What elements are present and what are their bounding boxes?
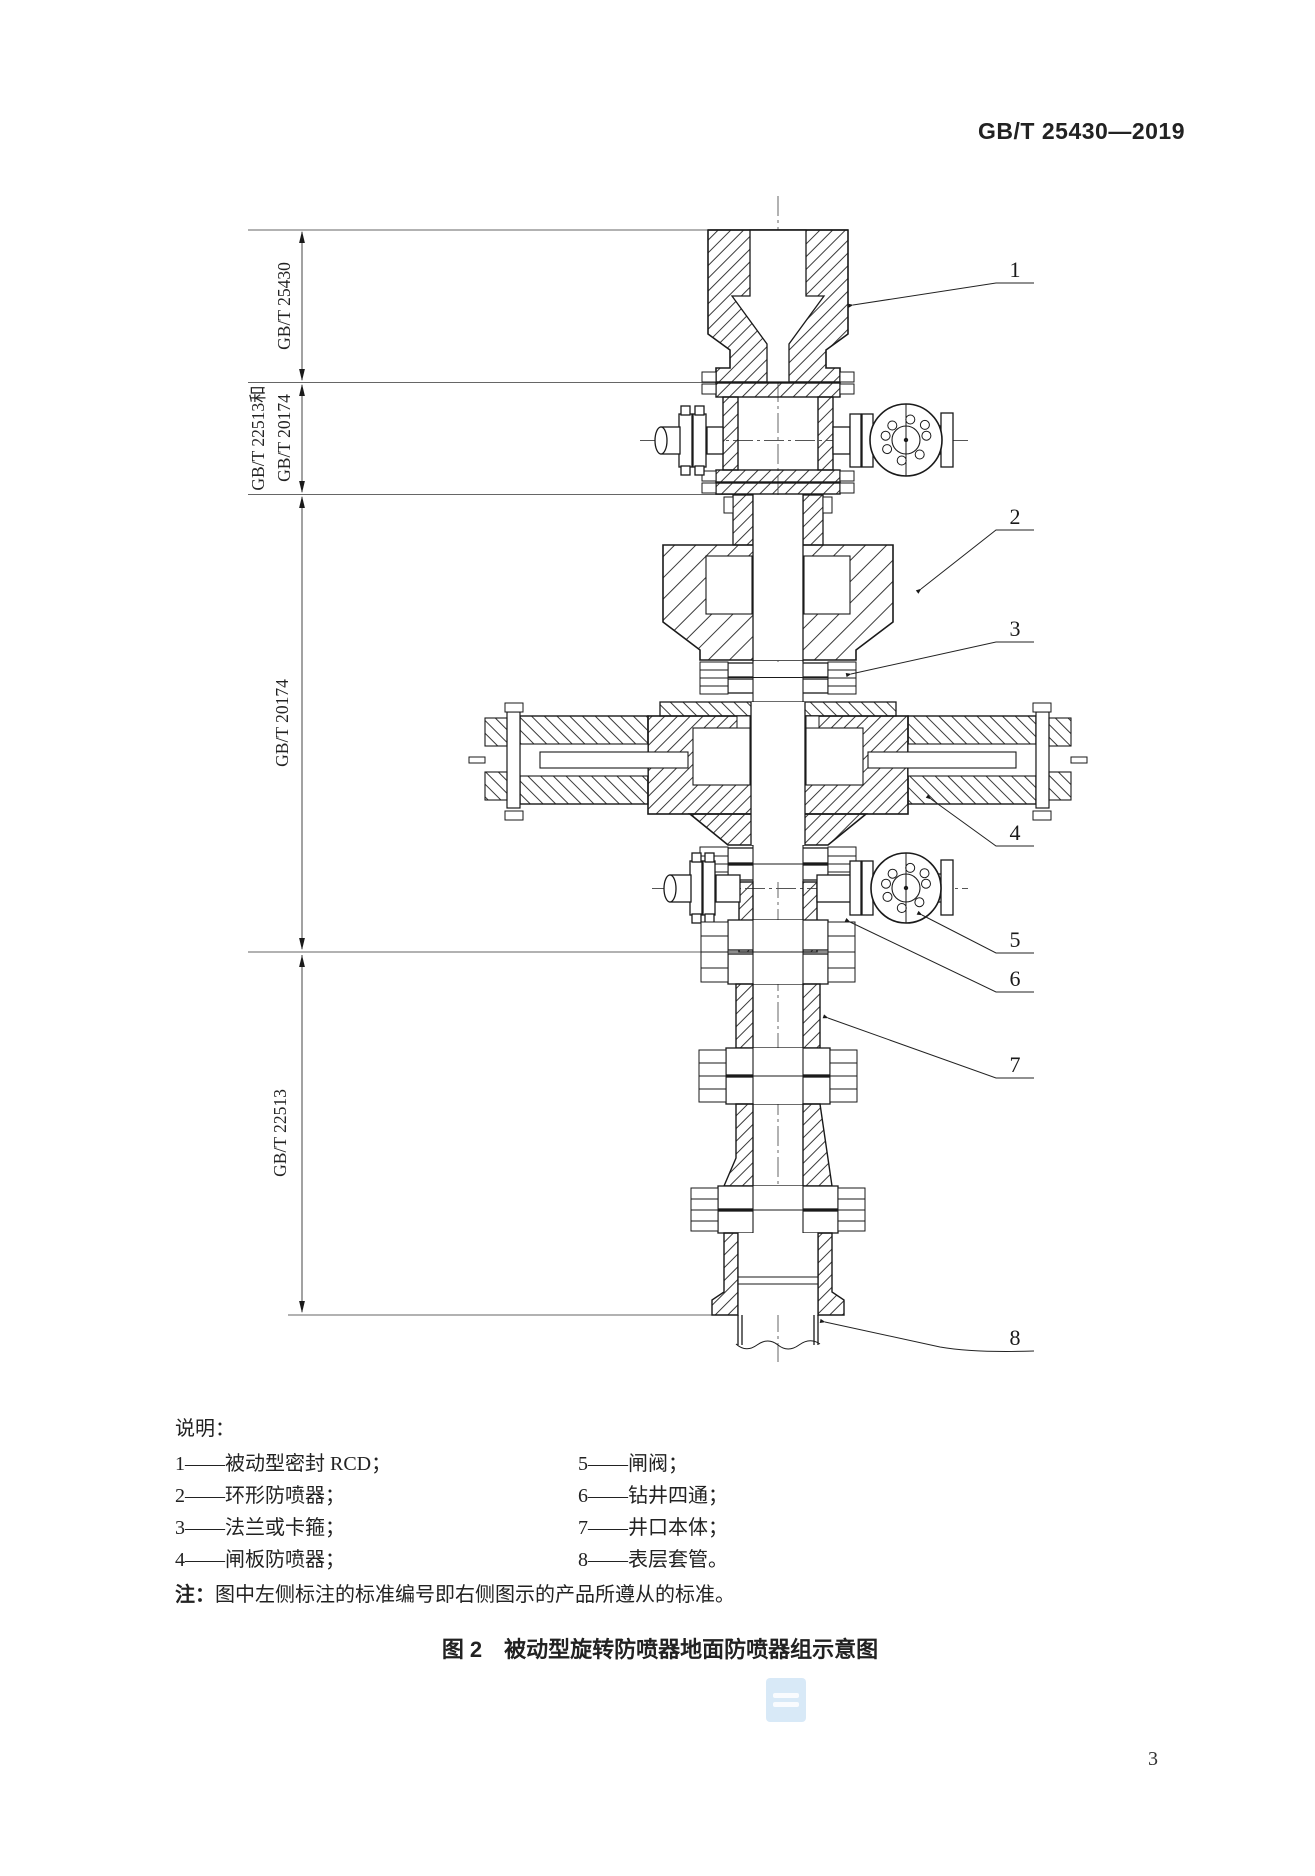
note-label: 注： (175, 1584, 215, 1606)
callout-8: 8 (1010, 1325, 1021, 1350)
legend-item-4: 4——闸板防喷器； (175, 1549, 345, 1571)
callout-leaders (819, 282, 1035, 1352)
legend-item-8: 8——表层套管。 (578, 1549, 728, 1571)
callout-4: 4 (1010, 820, 1021, 845)
legend-item-7: 7——井口本体； (578, 1517, 728, 1539)
callout-5: 5 (1010, 927, 1021, 952)
wellhead-body (690, 983, 866, 1316)
clamp-bolt-left (699, 661, 729, 695)
valve-bolt-circle (881, 862, 931, 913)
valve-bolt-circle (880, 414, 932, 466)
legend-item-6: 6——钻井四通； (578, 1485, 728, 1507)
legend-title: 说明： (175, 1418, 235, 1440)
clamp-bolt-right (827, 661, 857, 695)
dimension-labels: GB/T 25430 GB/T 22513和 GB/T 20174 GB/T 2… (248, 262, 294, 1177)
dim-label-gbt20174-b: GB/T 20174 (274, 394, 294, 482)
surface-casing (735, 1315, 821, 1350)
drilling-cross (663, 852, 954, 985)
callout-3: 3 (1010, 616, 1021, 641)
wellhead-flange-lower (690, 1185, 866, 1234)
legend-item-1: 1——被动型密封 RCD； (175, 1453, 392, 1475)
note-text: 图中左侧标注的标准编号即右侧图示的产品所遵从的标准。 (215, 1584, 735, 1606)
upper-spool (701, 371, 855, 495)
flange-or-clamp (699, 661, 857, 702)
page-number: 3 (1148, 1748, 1158, 1770)
ram-bonnet-left (468, 702, 689, 821)
legend-item-2: 2——环形防喷器； (175, 1485, 345, 1507)
dim-label-gbt22513: GB/T 22513 (270, 1089, 290, 1177)
upper-left-outlet (654, 405, 724, 476)
dim-label-gbt20174: GB/T 20174 (272, 679, 292, 767)
standard-code-header: GB/T 25430—2019 (978, 118, 1185, 144)
lower-gate-valve (816, 852, 954, 924)
annular-bop (662, 494, 894, 662)
legend-column-right: 5——闸阀； 6——钻井四通； 7——井口本体； 8——表层套管。 (578, 1448, 728, 1576)
rotating-control-device (707, 229, 849, 383)
ram-bonnet-right (867, 702, 1088, 821)
figure-caption: 图 2 被动型旋转防喷器地面防喷器组示意图 (441, 1637, 879, 1662)
callout-1: 1 (1010, 257, 1021, 282)
legend-item-3: 3——法兰或卡箍； (175, 1517, 345, 1539)
callout-7: 7 (1010, 1052, 1021, 1077)
dim-label-gbt22513-and: GB/T 22513和 (248, 385, 268, 490)
tee-to-wellhead-flange (700, 919, 856, 985)
ram-bop (468, 701, 1088, 846)
callout-2: 2 (1010, 504, 1021, 529)
callout-numbers: 1 2 3 4 5 6 7 8 (1010, 257, 1021, 1350)
watermark-stamp (766, 1678, 806, 1722)
tee-left-outlet (663, 852, 741, 924)
dimension-arrowheads (299, 231, 305, 1313)
figure-note: 注：图中左侧标注的标准编号即右侧图示的产品所遵从的标准。 (175, 1578, 735, 1607)
upper-gate-valve (832, 403, 954, 477)
wellhead-flange-mid (698, 1047, 858, 1105)
legend-item-5: 5——闸阀； (578, 1453, 688, 1475)
extension-lines (248, 229, 733, 1316)
dim-label-gbt25430: GB/T 25430 (274, 262, 294, 350)
flange-bolts (701, 371, 855, 395)
callout-6: 6 (1010, 966, 1021, 991)
legend-column-left: 1——被动型密封 RCD； 2——环形防喷器； 3——法兰或卡箍； 4——闸板防… (175, 1448, 391, 1576)
